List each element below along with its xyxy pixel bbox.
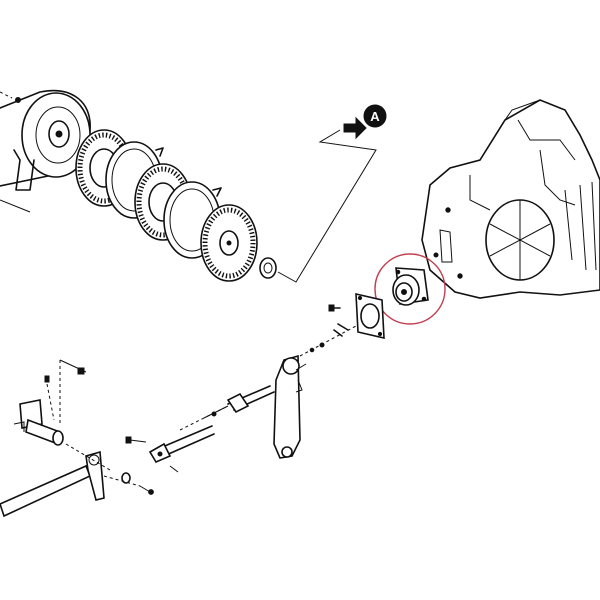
fasteners-upper — [299, 304, 357, 357]
highlighted-seal-cap — [374, 253, 446, 325]
reference-circle — [363, 104, 387, 128]
highlight-ring — [374, 253, 446, 325]
lower-lever-assembly — [0, 359, 154, 518]
shift-lever-arm — [273, 354, 307, 459]
clutch-rod — [125, 425, 215, 473]
reference-letter: A — [370, 109, 380, 124]
direction-arrow-icon — [343, 116, 367, 140]
reference-marker: A — [343, 104, 387, 140]
shift-shaft — [179, 385, 275, 431]
leader-line — [277, 129, 377, 283]
drum-hub-assembly — [0, 89, 91, 213]
friction-disc-3 — [200, 204, 258, 282]
gasket-plate — [355, 292, 385, 340]
o-ring — [259, 257, 277, 279]
clutch-disc-stack — [75, 129, 277, 282]
engine-cover-housing — [421, 99, 600, 299]
